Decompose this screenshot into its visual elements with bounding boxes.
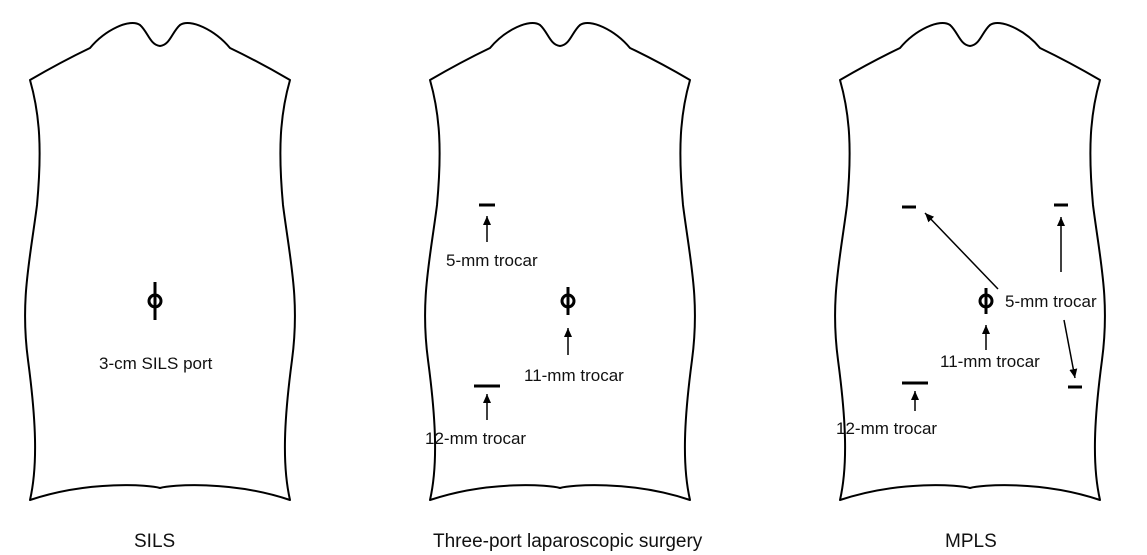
panel-three-port: 5-mm trocar 11-mm trocar 12-mm trocar Th… <box>425 23 703 552</box>
panel-sils: 3-cm SILS port SILS <box>25 23 295 552</box>
caption-sils: SILS <box>134 531 175 552</box>
trocar-5mm-label: 5-mm trocar <box>1005 292 1097 311</box>
trocar-11mm-marker <box>562 287 574 315</box>
trocar-5mm-arrow-bottom <box>1064 320 1075 378</box>
caption-three-port: Three-port laparoscopic surgery <box>433 531 703 552</box>
sils-port-label: 3-cm SILS port <box>99 354 213 373</box>
trocar-5mm-arrow-left <box>925 213 998 289</box>
trocar-5mm-label: 5-mm trocar <box>446 251 538 270</box>
trocar-11mm-label: 11-mm trocar <box>524 366 624 385</box>
trocar-12mm-label: 12-mm trocar <box>425 429 526 448</box>
sils-port-marker <box>149 282 161 320</box>
panel-mpls: 5-mm trocar 11-mm trocar 12-mm trocar MP… <box>835 23 1105 552</box>
caption-mpls: MPLS <box>945 531 997 552</box>
trocar-11mm-label: 11-mm trocar <box>940 352 1040 371</box>
torso-outline <box>25 23 295 500</box>
trocar-11mm-marker <box>980 288 992 314</box>
trocar-12mm-label: 12-mm trocar <box>836 419 937 438</box>
